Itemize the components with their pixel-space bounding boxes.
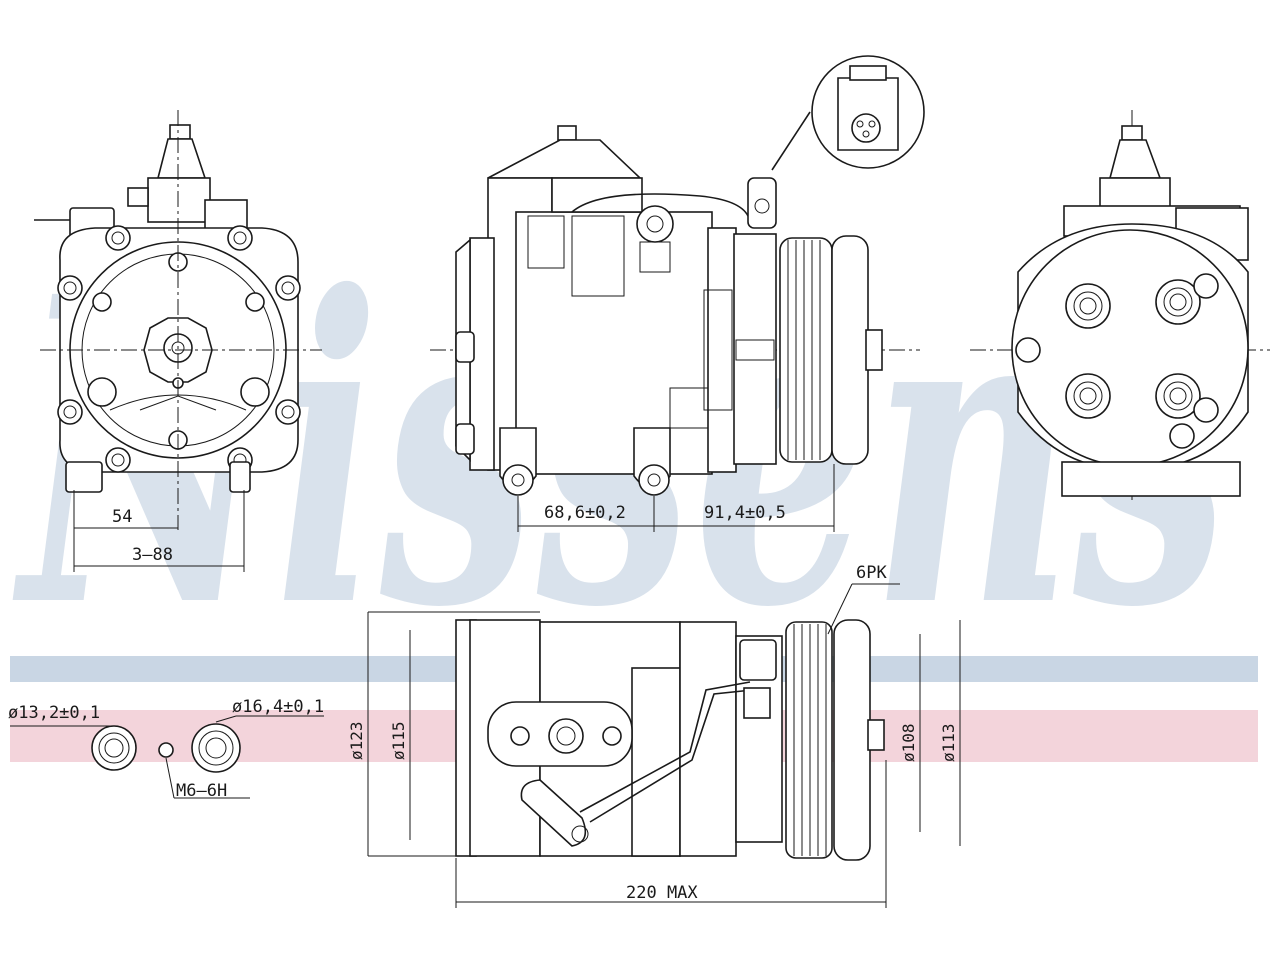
front-view [34, 110, 322, 572]
dim-mount-hole-spacing: 68,6±0,2 [544, 503, 626, 523]
dim-pulley-diameter-113: ø113 [939, 723, 958, 762]
bottom-view [367, 583, 961, 908]
dim-front-width-inner: 54 [112, 507, 132, 527]
side-view [430, 55, 925, 532]
dim-height-123: ø123 [347, 721, 366, 760]
dim-suction-port: ø13,2±0,1 [8, 703, 100, 723]
dim-height-115: ø115 [389, 721, 408, 760]
ports-detail [10, 715, 324, 799]
rear-view [970, 110, 1270, 500]
dim-overall-length: 220 MAX [626, 883, 698, 903]
dim-discharge-port: ø16,4±0,1 [232, 697, 324, 717]
dim-thread: M6–6H [176, 781, 227, 801]
dim-front-width-outer: 3–88 [132, 545, 173, 565]
dim-pulley-type: 6PK [856, 563, 887, 583]
dim-pulley-offset: 91,4±0,5 [704, 503, 786, 523]
dim-pulley-diameter-108: ø108 [899, 723, 918, 762]
